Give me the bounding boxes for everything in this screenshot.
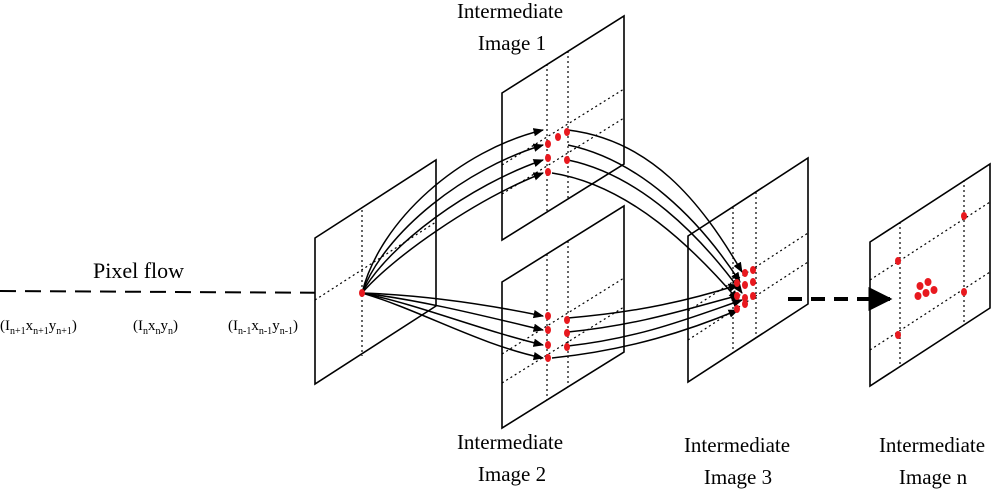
intermediate-image-2-panel [501, 204, 625, 430]
flow-curves-to-image-2 [361, 292, 545, 361]
intermediate-image-n-panel [869, 162, 991, 388]
coordinate-label-3: (In-1xn-1yn-1) [228, 318, 298, 337]
pixel-flow-arrow [0, 287, 358, 299]
image-3-title: Intermediate Image 3 [684, 433, 790, 489]
image-1-title: Intermediate Image 1 [457, 0, 563, 55]
image-2-title: Intermediate Image 2 [457, 430, 563, 486]
svg-text:Intermediate: Intermediate [457, 430, 563, 454]
svg-text:Image n: Image n [899, 465, 968, 489]
source-pixel-point [359, 289, 365, 297]
flow-curves-image-2-to-image-3 [551, 283, 743, 359]
svg-text:Intermediate: Intermediate [457, 0, 563, 23]
image-3-points [734, 266, 756, 313]
svg-text:Image 2: Image 2 [478, 462, 546, 486]
image-n-points [895, 212, 967, 339]
flow-curves-image-1-to-image-3 [551, 129, 743, 301]
svg-text:Intermediate: Intermediate [879, 433, 985, 457]
svg-text:Image 3: Image 3 [704, 465, 772, 489]
coordinate-label-1: (In+1xn+1yn+1) [0, 318, 77, 337]
pixel-points [359, 128, 967, 362]
svg-text:Intermediate: Intermediate [684, 433, 790, 457]
image-1-points [545, 128, 570, 176]
pixel-flow-label: Pixel flow [93, 258, 184, 283]
intermediate-image-3-panel [687, 156, 809, 384]
image-2-points [545, 312, 570, 362]
image-n-title: Intermediate Image n [879, 433, 985, 489]
coordinate-label-2: (Inxnyn) [133, 318, 178, 337]
svg-text:Image 1: Image 1 [478, 31, 546, 55]
flow-curves-to-image-1 [361, 128, 545, 294]
